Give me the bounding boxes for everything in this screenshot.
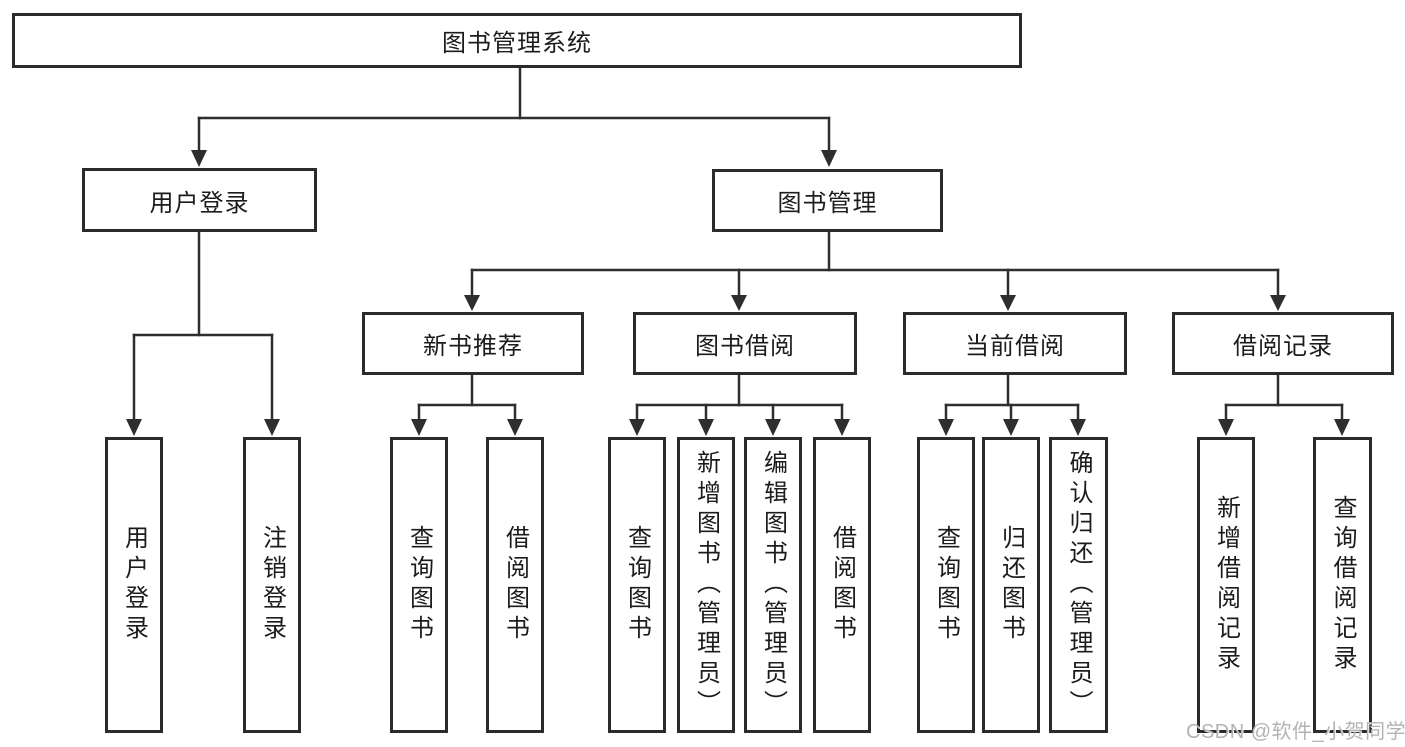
node-book-borrowing: 图书借阅 bbox=[633, 312, 857, 375]
node-leaf-query-books-3: 查询图书 bbox=[917, 437, 975, 733]
csdn-watermark: CSDN @软件_小贺同学 bbox=[1186, 721, 1405, 743]
node-user-login: 用户登录 bbox=[82, 168, 317, 232]
arrowhead-bb-borrow bbox=[834, 419, 850, 436]
node-leaf-query-books-2: 查询图书 bbox=[608, 437, 666, 733]
node-library-management-system: 图书管理系统 bbox=[12, 13, 1022, 68]
node-current-borrowing-label: 当前借阅 bbox=[965, 333, 1065, 360]
node-new-book-recommendation: 新书推荐 bbox=[362, 312, 584, 375]
node-leaf-confirm-return-admin-label: 确认归还（管理员） bbox=[1065, 450, 1092, 720]
arrowhead-book-mgmt bbox=[821, 150, 837, 167]
node-leaf-borrow-books-2: 借阅图书 bbox=[813, 437, 871, 733]
node-leaf-query-borrow-record: 查询借阅记录 bbox=[1313, 437, 1372, 733]
node-leaf-query-books-1: 查询图书 bbox=[390, 437, 448, 733]
arrowhead-cb-return bbox=[1003, 419, 1019, 436]
arrowhead-nb-query bbox=[411, 419, 427, 436]
node-leaf-add-books-admin-label: 新增图书（管理员） bbox=[692, 450, 720, 720]
arrowhead-bb-edit bbox=[765, 419, 781, 436]
node-borrowing-records-label: 借阅记录 bbox=[1233, 333, 1333, 360]
node-leaf-query-books-1-label: 查询图书 bbox=[405, 525, 433, 645]
node-user-login-label: 用户登录 bbox=[149, 189, 250, 217]
arrowhead-user-login bbox=[191, 150, 207, 167]
node-leaf-query-books-3-label: 查询图书 bbox=[932, 525, 960, 645]
arrowhead-br-query bbox=[1334, 419, 1350, 436]
node-library-management-system-label: 图书管理系统 bbox=[442, 30, 592, 57]
arrowhead-nb-borrow bbox=[507, 419, 523, 436]
node-leaf-query-borrow-record-label: 查询借阅记录 bbox=[1329, 495, 1356, 675]
node-leaf-add-borrow-record-label: 新增借阅记录 bbox=[1212, 495, 1240, 675]
arrowhead-ul-login bbox=[126, 419, 142, 436]
arrowhead-borrow-record bbox=[1270, 295, 1286, 311]
node-book-borrowing-label: 图书借阅 bbox=[695, 333, 795, 360]
node-leaf-return-books: 归还图书 bbox=[982, 437, 1040, 733]
node-leaf-borrow-books-1-label: 借阅图书 bbox=[501, 525, 529, 645]
node-leaf-logout: 注销登录 bbox=[243, 437, 301, 733]
node-leaf-user-login: 用户登录 bbox=[105, 437, 163, 733]
arrowhead-new-book bbox=[464, 295, 480, 311]
arrowhead-bb-query bbox=[629, 419, 645, 436]
node-leaf-user-login-label: 用户登录 bbox=[120, 525, 148, 645]
node-borrowing-records: 借阅记录 bbox=[1172, 312, 1394, 375]
node-leaf-query-books-2-label: 查询图书 bbox=[623, 525, 651, 645]
arrowhead-br-add bbox=[1218, 419, 1234, 436]
node-leaf-confirm-return-admin: 确认归还（管理员） bbox=[1049, 437, 1108, 733]
node-leaf-logout-label: 注销登录 bbox=[258, 525, 286, 645]
node-leaf-borrow-books-1: 借阅图书 bbox=[486, 437, 544, 733]
arrowhead-cb-query bbox=[938, 419, 954, 436]
arrowhead-book-borrow bbox=[731, 295, 747, 311]
node-current-borrowing: 当前借阅 bbox=[903, 312, 1127, 375]
node-book-management: 图书管理 bbox=[712, 169, 943, 232]
node-leaf-edit-books-admin: 编辑图书（管理员） bbox=[744, 437, 802, 733]
arrowhead-cb-confirm bbox=[1070, 419, 1086, 436]
node-book-management-label: 图书管理 bbox=[777, 190, 878, 217]
node-leaf-return-books-label: 归还图书 bbox=[997, 525, 1025, 645]
node-new-book-recommendation-label: 新书推荐 bbox=[423, 333, 523, 360]
node-leaf-add-books-admin: 新增图书（管理员） bbox=[677, 437, 735, 733]
arrowhead-bb-add bbox=[698, 419, 714, 436]
arrowhead-current-borrow bbox=[1000, 295, 1016, 311]
node-leaf-edit-books-admin-label: 编辑图书（管理员） bbox=[759, 450, 787, 720]
node-leaf-borrow-books-2-label: 借阅图书 bbox=[828, 525, 856, 645]
arrowhead-ul-logout bbox=[264, 419, 280, 436]
node-leaf-add-borrow-record: 新增借阅记录 bbox=[1197, 437, 1255, 733]
